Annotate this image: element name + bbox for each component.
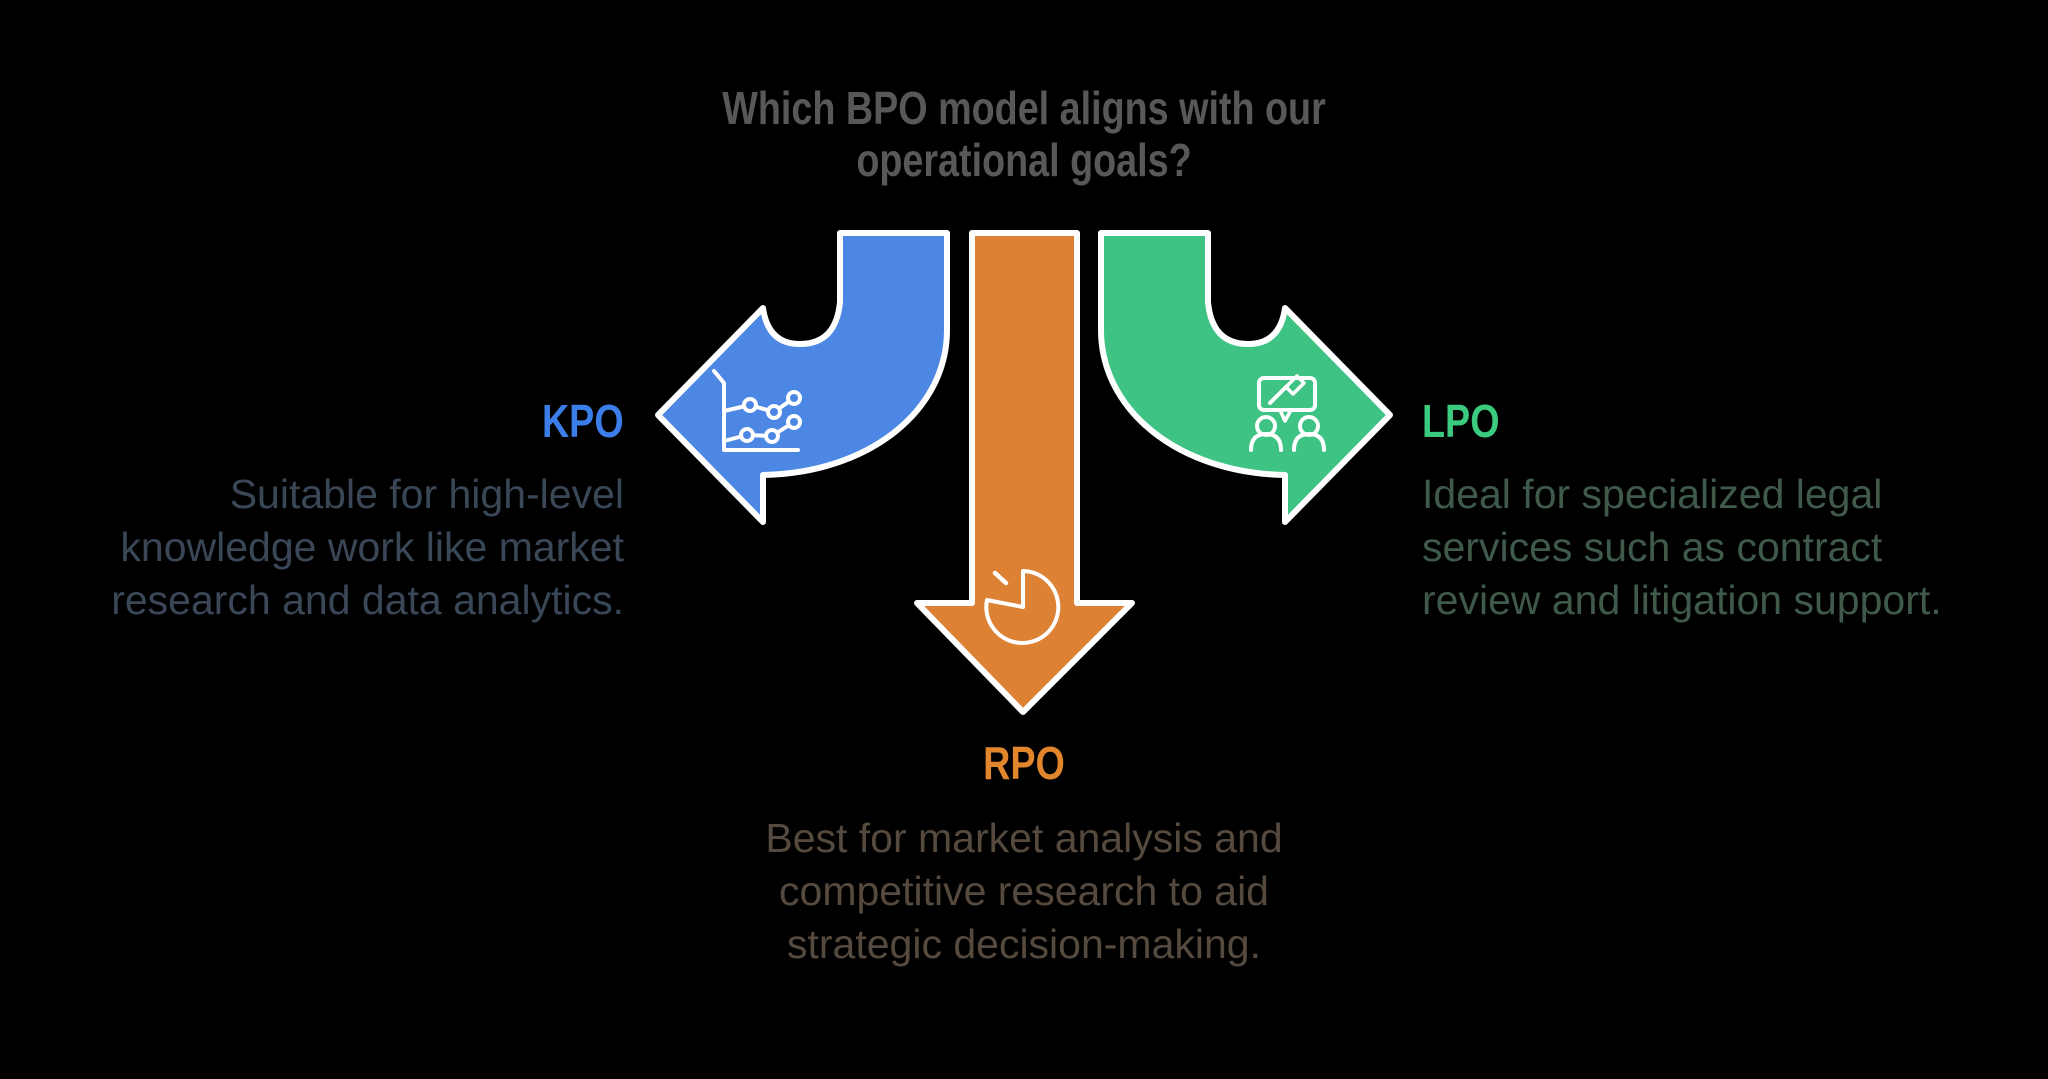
text-line: Ideal for specialized legal <box>1422 471 1883 517</box>
question-title: Which BPO model aligns with our operatio… <box>184 82 1863 186</box>
lpo-label: LPO <box>1422 395 1500 447</box>
text-line: research and data analytics. <box>111 577 624 623</box>
text-line: services such as contract <box>1422 524 1883 570</box>
kpo-arrow <box>655 230 950 525</box>
lpo-arrow <box>1098 230 1393 525</box>
lpo-description: Ideal for specialized legal services suc… <box>1422 468 1942 627</box>
kpo-label: KPO <box>542 395 624 447</box>
text-line: strategic decision-making. <box>787 921 1261 967</box>
rpo-description: Best for market analysis and competitive… <box>0 812 2048 971</box>
gavel-discussion-icon <box>1249 374 1326 452</box>
text-line: Suitable for high-level <box>229 471 624 517</box>
pie-chart-icon <box>984 569 1061 645</box>
line-chart-icon <box>712 369 802 452</box>
text-line: competitive research to aid <box>779 868 1269 914</box>
text-line: Best for market analysis and <box>765 815 1283 861</box>
kpo-description: Suitable for high-level knowledge work l… <box>111 468 624 627</box>
question-title-line2: operational goals? <box>856 134 1192 186</box>
question-title-line1: Which BPO model aligns with our <box>722 82 1326 134</box>
rpo-arrow <box>914 230 1135 715</box>
rpo-label: RPO <box>983 737 1065 789</box>
text-line: review and litigation support. <box>1422 577 1942 623</box>
text-line: knowledge work like market <box>120 524 624 570</box>
